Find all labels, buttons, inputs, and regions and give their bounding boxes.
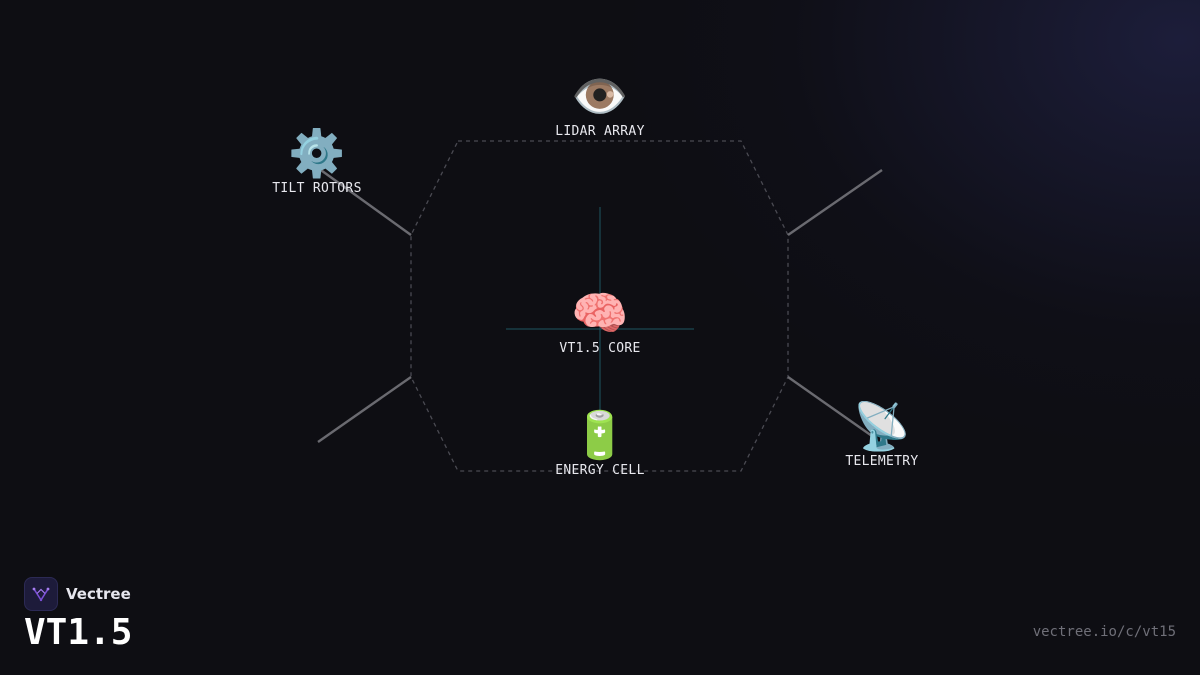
brand-name: Vectree [66,585,131,603]
gear-icon: ⚙️ [288,126,346,180]
battery-icon: 🔋 [571,408,629,462]
brain-icon: 🧠 [571,286,629,340]
node-label: LIDAR ARRAY [555,124,645,139]
source-url[interactable]: vectree.io/c/vt15 [1032,624,1176,640]
eye-icon: 👁️ [571,69,629,123]
logo-mark [32,587,50,602]
node-label: TILT ROTORS [272,181,362,196]
node-label: TELEMETRY [845,454,919,469]
node-tilt-rotors: ⚙️ TILT ROTORS [237,127,397,196]
node-vt15-core: 🧠 VT1.5 CORE [520,287,680,356]
node-energy-cell: 🔋 ENERGY CELL [520,409,680,478]
brand-lockup[interactable]: Vectree [24,577,131,611]
arm-upper-right [787,169,883,236]
arm-lower-right [787,376,873,437]
octagon-frame [410,140,789,472]
arm-lower-left [317,376,412,443]
product-title: VT1.5 [24,612,133,653]
vectree-logo-icon [24,577,58,611]
satellite-dish-icon: 📡 [853,399,911,453]
node-lidar-array: 👁️ LIDAR ARRAY [520,70,680,139]
node-label: VT1.5 CORE [559,341,641,356]
node-telemetry: 📡 TELEMETRY [802,400,962,469]
arm-upper-left [317,167,412,236]
node-label: ENERGY CELL [555,463,645,478]
